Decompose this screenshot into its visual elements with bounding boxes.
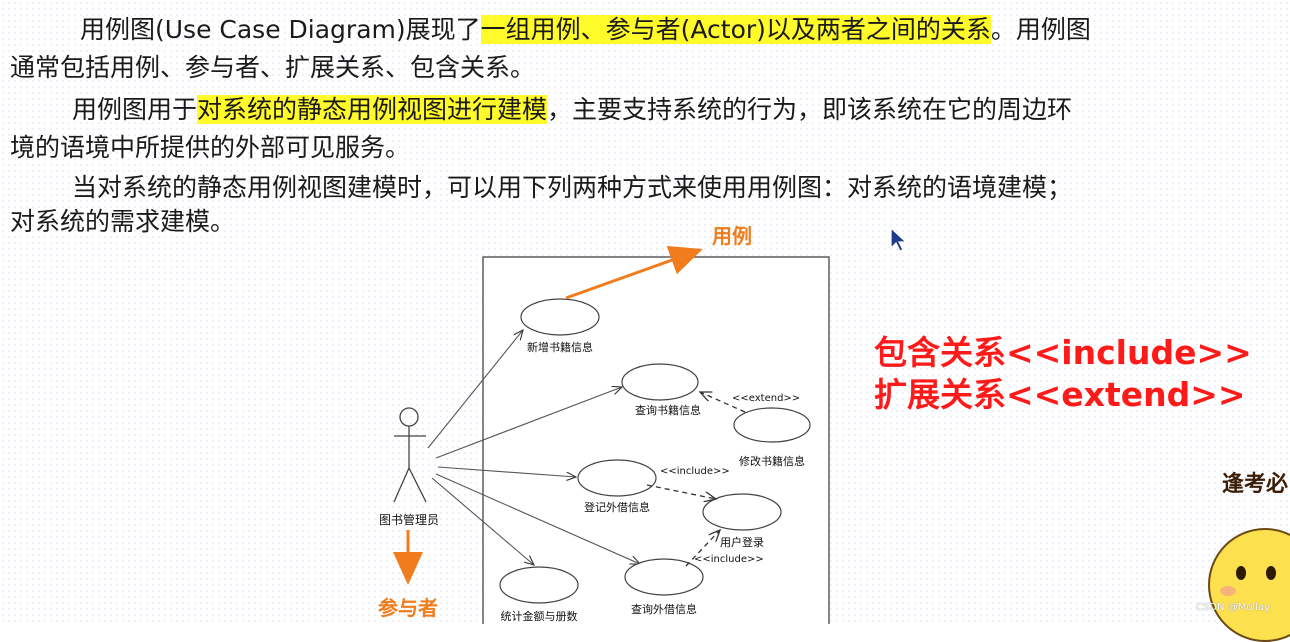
mouse-cursor-icon: [889, 226, 909, 254]
label-add-book: 新增书籍信息: [527, 340, 593, 354]
mascot-eye-left: [1236, 566, 1246, 580]
label-register-loan: 登记外借信息: [584, 500, 650, 514]
extend-note: 扩展关系<<extend>>: [874, 368, 1246, 416]
usecase-query-book: [622, 364, 698, 400]
usecase-stats: [500, 567, 578, 603]
label-query-book: 查询书籍信息: [635, 403, 701, 417]
mascot-eye-right: [1266, 566, 1276, 580]
usecase-add-book: [521, 299, 599, 335]
usecase-user-login: [703, 494, 781, 530]
usecase-register-loan: [578, 460, 656, 496]
actor-label: 图书管理员: [379, 512, 439, 527]
actor-figure: [394, 408, 426, 502]
actor-annotation: 参与者: [378, 592, 438, 621]
label-query-loan: 查询外借信息: [631, 602, 697, 616]
usecase-query-loan: [625, 559, 703, 595]
stereotype-include-1: <<include>>: [660, 466, 730, 477]
channel-logo-text: 逢考必: [1222, 466, 1288, 498]
include-note: 包含关系<<include>>: [874, 326, 1252, 374]
use-case-diagram: 图书管理员 新增书籍信息 查询书籍信息 修改书籍信息 登记外借信息 用户登录 查…: [0, 0, 1290, 624]
stereotype-extend: <<extend>>: [732, 393, 800, 404]
label-modify-book: 修改书籍信息: [739, 454, 805, 468]
use-case-annotation: 用例: [712, 220, 752, 249]
usecase-modify-book: [734, 408, 810, 442]
watermark: CSDN @Mollay: [1196, 602, 1270, 613]
stereotype-include-2: <<include>>: [694, 554, 764, 565]
mascot-blush: [1220, 586, 1236, 596]
label-user-login: 用户登录: [720, 535, 764, 549]
label-stats: 统计金额与册数: [501, 609, 578, 623]
